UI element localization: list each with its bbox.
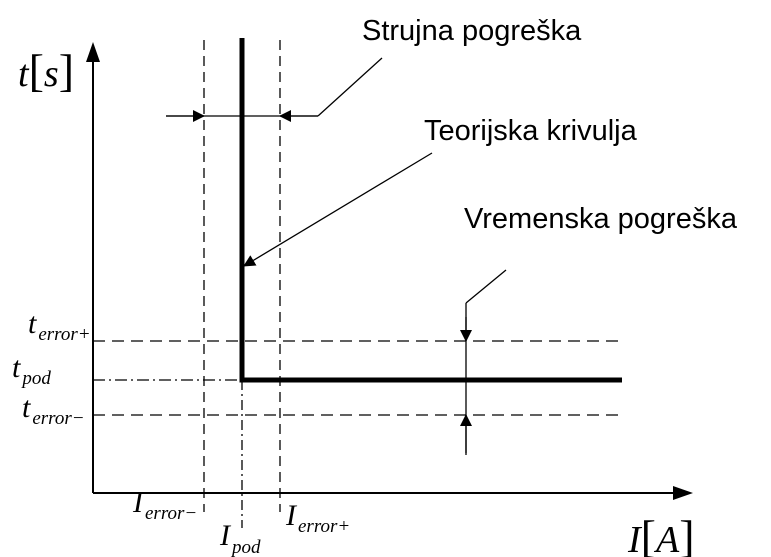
- theoretical-curve-leader: [243, 152, 433, 267]
- y-axis-close-bracket: ]: [59, 45, 74, 96]
- theoretical-curve-label: Teorijska krivulja: [424, 115, 638, 147]
- y-axis-arrowhead: [86, 42, 100, 62]
- t-error-plus-sub: error+: [38, 324, 90, 345]
- t-error-minus-sub: error−: [32, 408, 84, 429]
- x-axis-unit: A: [653, 519, 680, 557]
- t-error-minus-base: t: [22, 391, 31, 424]
- i-error-plus-base: I: [285, 499, 298, 532]
- i-error-minus-base: I: [132, 486, 145, 519]
- x-axis-symbol: I: [627, 519, 643, 557]
- i-pod-base: I: [219, 519, 232, 552]
- x-axis-arrowhead: [673, 486, 693, 500]
- time-error-label: Vremenska pogreška: [464, 203, 738, 235]
- y-axis-open-bracket: [: [29, 45, 44, 96]
- i-pod-sub: pod: [230, 537, 261, 557]
- t-pod-sub: pod: [20, 368, 51, 389]
- t-pod-base: t: [12, 351, 21, 384]
- current-error-label: Strujna pogreška: [362, 15, 582, 47]
- i-error-plus-sub: error+: [298, 516, 350, 537]
- y-axis-label: t[s]: [18, 45, 74, 96]
- x-axis-open-bracket: [: [641, 511, 656, 557]
- x-axis-close-bracket: ]: [679, 511, 694, 557]
- theoretical-curve: [239, 38, 622, 383]
- t-error-plus-base: t: [28, 307, 37, 340]
- time-error-leader: [465, 269, 507, 304]
- i-error-minus-sub: error−: [145, 503, 197, 524]
- y-axis-unit: s: [44, 53, 59, 95]
- current-error-leader: [317, 57, 383, 117]
- y-axis-symbol: t: [18, 53, 30, 95]
- x-axis-label: I[A]: [627, 511, 695, 557]
